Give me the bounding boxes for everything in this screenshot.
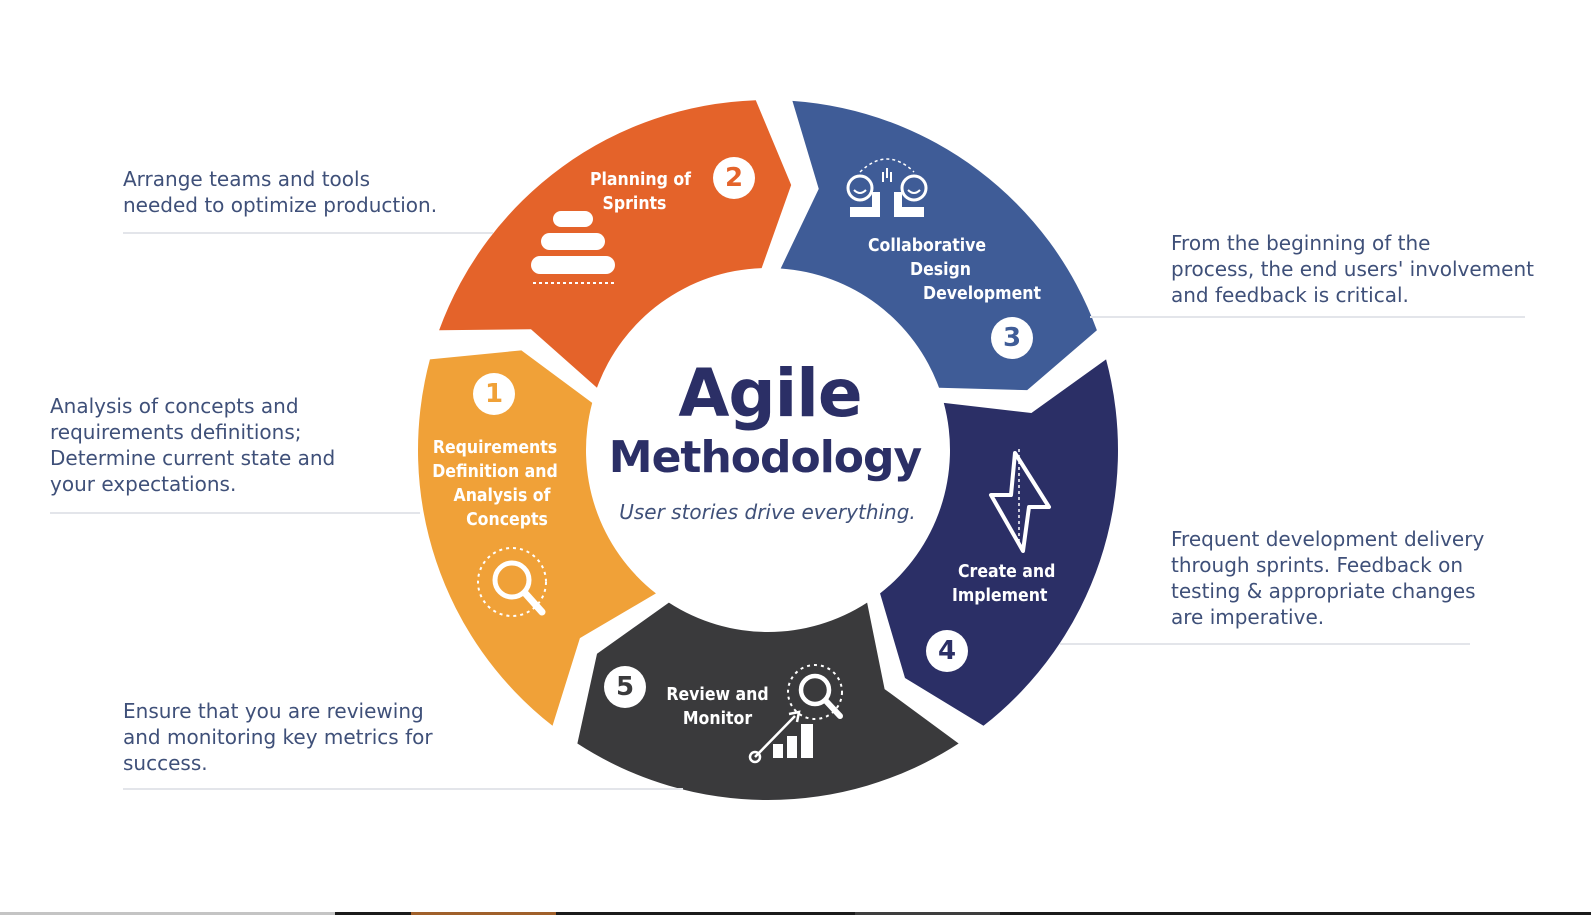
label-line: Design	[910, 260, 972, 280]
desc-line: success.	[123, 751, 208, 775]
step-1-label: Requirements Definition and Analysis of …	[420, 436, 570, 532]
step-2-segment	[439, 100, 792, 388]
desc-line: Determine current state and	[50, 446, 336, 470]
label-line: Implement	[952, 586, 1048, 606]
divider	[1090, 316, 1525, 318]
step-5-description: Ensure that you are reviewing and monito…	[123, 698, 433, 776]
desc-line: requirements definitions;	[50, 420, 302, 444]
desc-line: Ensure that you are reviewing	[123, 699, 424, 723]
diagram-tagline: User stories drive everything.	[619, 500, 916, 524]
step-5-number-badge: 5	[604, 666, 646, 708]
label-line: Create and	[958, 562, 1056, 582]
label-line: Development	[923, 284, 1042, 304]
step-5-segment	[577, 602, 959, 801]
stacked-layers-icon	[531, 211, 616, 284]
desc-line: testing & appropriate changes	[1171, 579, 1476, 603]
step-4-label: Create and Implement	[940, 560, 1070, 608]
desc-line: your expectations.	[50, 472, 237, 496]
diagram-title: Agile	[678, 355, 862, 432]
step-4-number-badge: 4	[926, 630, 968, 672]
label-line: Analysis of	[453, 486, 551, 506]
step-5-label: Review and Monitor	[660, 683, 775, 731]
magnifier-icon	[477, 547, 547, 617]
label-line: Sprints	[602, 194, 667, 214]
label-line: Review and	[666, 685, 769, 705]
desc-line: and feedback is critical.	[1171, 283, 1409, 307]
step-3-description: From the beginning of the process, the e…	[1171, 230, 1534, 308]
desc-line: and monitoring key metrics for	[123, 725, 433, 749]
divider	[50, 512, 420, 514]
step-1-segment	[418, 350, 656, 726]
step-2-label: Planning of Sprints	[578, 168, 703, 216]
bottom-strip	[0, 912, 335, 915]
bottom-strip	[855, 912, 1000, 915]
growth-chart-icon	[748, 664, 843, 764]
step-2-description: Arrange teams and tools needed to optimi…	[123, 166, 437, 218]
step-3-label: Collaborative Design Development	[850, 234, 1050, 306]
desc-line: through sprints. Feedback on	[1171, 553, 1464, 577]
diagram-subtitle: Methodology	[608, 432, 922, 483]
divider	[1060, 643, 1470, 645]
step-1-description: Analysis of concepts and requirements de…	[50, 393, 335, 497]
desc-line: Arrange teams and tools	[123, 167, 371, 191]
label-line: Collaborative	[868, 236, 987, 256]
step-1-number-badge: 1	[473, 373, 515, 415]
label-line: Definition and	[432, 462, 558, 482]
desc-line: Analysis of concepts and	[50, 394, 299, 418]
desc-line: From the beginning of the	[1171, 231, 1431, 255]
step-4-description: Frequent development delivery through sp…	[1171, 526, 1484, 630]
step-2-number-badge: 2	[713, 157, 755, 199]
desc-line: process, the end users' involvement	[1171, 257, 1534, 281]
desc-line: needed to optimize production.	[123, 193, 438, 217]
divider	[123, 232, 493, 234]
divider	[123, 788, 683, 790]
label-line: Requirements	[432, 438, 558, 458]
bottom-strip	[411, 912, 556, 915]
step-3-number-badge: 3	[991, 317, 1033, 359]
label-line: Planning of	[590, 170, 691, 190]
lightning-icon	[989, 449, 1051, 553]
desc-line: Frequent development delivery	[1171, 527, 1485, 551]
desc-line: are imperative.	[1171, 605, 1325, 629]
label-line: Monitor	[682, 709, 753, 729]
high-five-icon	[846, 158, 928, 217]
label-line: Concepts	[466, 510, 548, 530]
